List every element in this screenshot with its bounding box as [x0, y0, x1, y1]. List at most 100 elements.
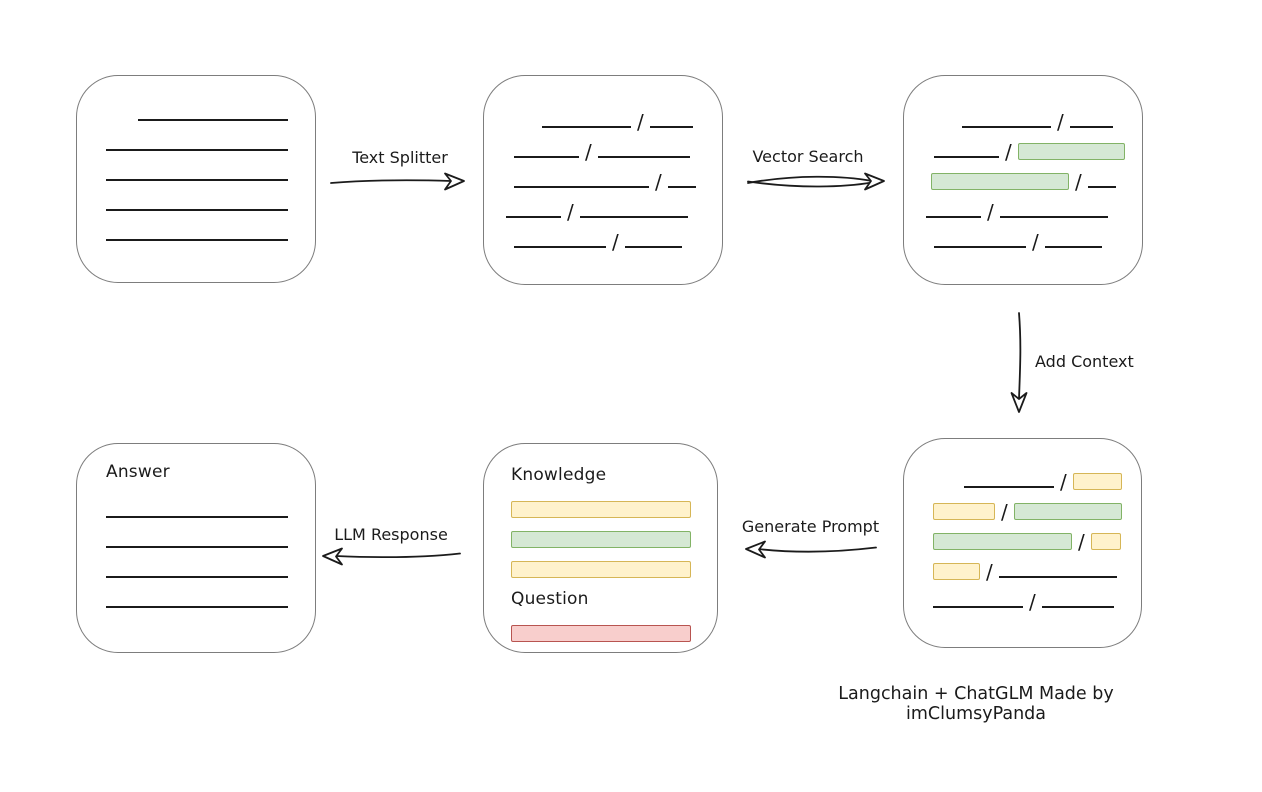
- slash-separator: /: [567, 200, 574, 224]
- slash-separator: /: [637, 110, 644, 134]
- line-row: /: [934, 224, 1142, 254]
- text-line: [597, 156, 690, 158]
- yellow-highlight-bar: [1072, 473, 1122, 490]
- line-row: [106, 217, 315, 247]
- slash-separator: /: [987, 200, 994, 224]
- line-row: /: [514, 134, 722, 164]
- text-line: [1044, 246, 1102, 248]
- slash-separator: /: [1060, 470, 1067, 494]
- slash-separator: /: [1029, 590, 1036, 614]
- split-chunks-box: / / / / /: [483, 75, 723, 285]
- yellow-highlight-bar: [933, 563, 980, 580]
- knowledge-label: Knowledge: [511, 465, 607, 485]
- text-line: [514, 246, 606, 248]
- line-row: /: [506, 194, 722, 224]
- yellow-highlight-bar: [933, 503, 995, 520]
- text-splitter-label: Text Splitter: [352, 148, 448, 167]
- text-line: [106, 209, 288, 211]
- text-line: [1087, 186, 1116, 188]
- slash-separator: /: [1001, 500, 1008, 524]
- line-row: [106, 494, 315, 524]
- text-line: [934, 156, 999, 158]
- slash-separator: /: [986, 560, 993, 584]
- line-row: [106, 187, 315, 217]
- text-line: [106, 606, 288, 608]
- yellow-highlight-bar: [1090, 533, 1121, 550]
- text-line: [106, 546, 288, 548]
- yellow-highlight-bar: [511, 561, 691, 578]
- line-row: [138, 97, 315, 127]
- text-line: [962, 126, 1051, 128]
- line-row: /: [962, 104, 1142, 134]
- text-line: [106, 239, 288, 241]
- green-highlight-bar: [511, 531, 691, 548]
- text-line: [138, 119, 288, 121]
- text-line: [964, 486, 1054, 488]
- green-highlight-bar: [931, 173, 1069, 190]
- slash-separator: /: [655, 170, 662, 194]
- text-line: [998, 576, 1117, 578]
- green-highlight-bar: [1013, 503, 1122, 520]
- question-label: Question: [511, 589, 589, 609]
- text-line: [933, 606, 1023, 608]
- text-splitter-arrow: [330, 172, 465, 191]
- generate-prompt-arrow: [745, 540, 877, 559]
- answer-label: Answer: [106, 462, 170, 482]
- text-line: [106, 516, 288, 518]
- slash-separator: /: [1032, 230, 1039, 254]
- source-document-box: [76, 75, 316, 283]
- text-line: [514, 186, 649, 188]
- slash-separator: /: [1057, 110, 1064, 134]
- line-row: /: [933, 494, 1141, 524]
- text-line: [934, 246, 1026, 248]
- text-line: [667, 186, 696, 188]
- llm-response-label: LLM Response: [334, 525, 448, 544]
- line-row: [511, 492, 717, 522]
- line-row: /: [926, 194, 1142, 224]
- line-row: /: [514, 224, 722, 254]
- add-context-label: Add Context: [1035, 352, 1134, 371]
- generate-prompt-label: Generate Prompt: [741, 517, 880, 536]
- answer-lines: [106, 494, 315, 614]
- add-context-arrow: [1010, 312, 1028, 413]
- red-highlight-bar: [511, 625, 691, 642]
- line-row: [106, 157, 315, 187]
- line-row: /: [933, 524, 1141, 554]
- vector-search-arrow: [747, 172, 885, 191]
- line-row: [106, 584, 315, 614]
- knowledge-bars: [511, 492, 717, 582]
- text-line: [1041, 606, 1114, 608]
- diagram-caption: Langchain + ChatGLM Made by imClumsyPand…: [838, 684, 1114, 724]
- line-row: /: [934, 134, 1142, 164]
- text-line: [1069, 126, 1113, 128]
- question-bars: [511, 616, 717, 646]
- line-row: [106, 554, 315, 584]
- text-line: [542, 126, 631, 128]
- line-row: /: [931, 164, 1142, 194]
- text-line: [106, 149, 288, 151]
- text-line: [579, 216, 688, 218]
- text-line: [999, 216, 1108, 218]
- line-row: [511, 616, 717, 646]
- slash-separator: /: [585, 140, 592, 164]
- yellow-highlight-bar: [511, 501, 691, 518]
- text-line: [624, 246, 682, 248]
- text-line: [106, 179, 288, 181]
- line-row: [511, 522, 717, 552]
- line-row: /: [933, 554, 1141, 584]
- line-row: /: [964, 464, 1141, 494]
- vector-search-results-box: /////: [903, 75, 1143, 285]
- added-context-box: /////: [903, 438, 1142, 648]
- line-row: [106, 524, 315, 554]
- text-line: [506, 216, 561, 218]
- slash-separator: /: [1005, 140, 1012, 164]
- text-line: [106, 576, 288, 578]
- text-line: [926, 216, 981, 218]
- slash-separator: /: [612, 230, 619, 254]
- line-row: [511, 552, 717, 582]
- prompt-box: Knowledge Question: [483, 443, 718, 653]
- llm-response-arrow: [322, 547, 461, 566]
- green-highlight-bar: [933, 533, 1072, 550]
- line-row: /: [933, 584, 1141, 614]
